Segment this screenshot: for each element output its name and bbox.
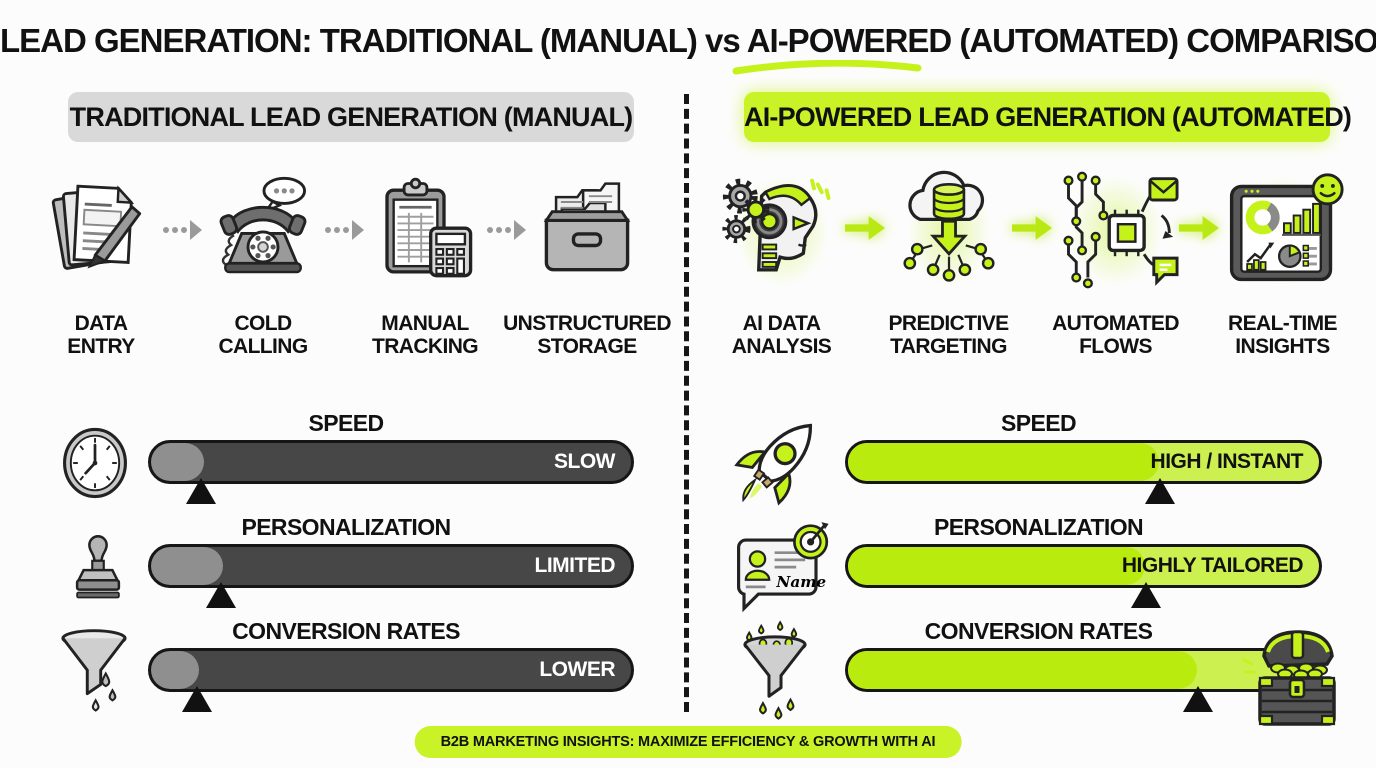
step-cold-calling: COLD CALLING — [202, 156, 324, 358]
ai-column: AI-POWERED LEAD GENERATION (AUTOMATED) — [718, 92, 1366, 726]
step-predictive-targeting: PREDICTIVE TARGETING — [885, 156, 1012, 358]
bar-marker — [186, 478, 217, 504]
speed-bar-traditional: SLOW — [148, 440, 634, 484]
bar-value: LOWER — [539, 658, 615, 681]
step-automated-flows: AUTOMATED FLOWS — [1052, 156, 1180, 359]
step-label: PREDICTIVE TARGETING — [888, 312, 1009, 359]
step-ai-data-analysis: AI DATA ANALYSIS — [718, 156, 845, 358]
bar-marker — [205, 582, 236, 608]
bar-marker — [1130, 582, 1161, 608]
bar-fill — [151, 651, 199, 689]
dotted-arrow-icon — [486, 218, 526, 242]
step-label: AUTOMATED FLOWS — [1052, 312, 1179, 359]
bar-marker — [181, 686, 212, 712]
rocket-icon — [734, 423, 813, 506]
step-label: DATA ENTRY — [67, 312, 135, 359]
step-unstructured-storage: UNSTRUCTURED STORAGE — [503, 156, 672, 358]
rotary-phone-icon — [219, 176, 307, 274]
metric-label: SPEED — [308, 410, 385, 436]
ai-metrics: SPEED HIGH / INSTANT Name — [718, 410, 1366, 726]
bar-marker — [1144, 478, 1175, 504]
circuit-chip-icon — [1062, 171, 1179, 289]
metric-label: CONVERSION RATES — [232, 618, 460, 644]
step-label: MANUAL TRACKING — [371, 312, 479, 359]
personalization-bar-ai: HIGHLY TAILORED — [845, 544, 1322, 588]
metric-personalization-ai: Name PERSONALIZATION HIGHLY TAILORED — [718, 514, 1366, 618]
conversion-bar-traditional: LOWER — [148, 648, 634, 692]
dotted-arrow-icon — [324, 218, 364, 242]
step-label: COLD CALLING — [218, 312, 308, 359]
metric-speed-traditional: SPEED SLOW — [40, 410, 650, 514]
funnel-drip-icon — [61, 629, 127, 712]
step-manual-tracking: MANUAL TRACKING — [364, 156, 486, 358]
metric-label: CONVERSION RATES — [924, 618, 1153, 644]
column-divider — [684, 94, 689, 712]
green-arrow-icon — [1179, 214, 1219, 242]
ai-steps: AI DATA ANALYSIS — [718, 156, 1366, 358]
metric-personalization-traditional: PERSONALIZATION LIMITED — [40, 514, 650, 618]
bar-marker — [1182, 686, 1213, 712]
metric-speed-ai: SPEED HIGH / INSTANT — [718, 410, 1366, 514]
bar-value: LIMITED — [534, 554, 616, 577]
stamp-icon — [75, 535, 121, 599]
file-storage-box-icon — [543, 182, 631, 272]
step-data-entry: DATA ENTRY — [40, 156, 162, 358]
traditional-metrics: SPEED SLOW PERSONALIZATION — [40, 410, 650, 722]
green-arrow-icon — [1012, 214, 1052, 242]
ai-robot-head-icon — [721, 178, 830, 272]
tablet-charts-icon — [1229, 173, 1344, 282]
bar-value: HIGH / INSTANT — [1150, 450, 1304, 473]
clock-icon — [63, 427, 127, 499]
bar-fill — [848, 443, 1159, 481]
bar-value: SLOW — [554, 450, 616, 473]
bar-value: HIGHLY TAILORED — [1121, 554, 1304, 577]
bar-fill — [848, 651, 1197, 689]
ai-header: AI-POWERED LEAD GENERATION (AUTOMATED) — [744, 92, 1352, 142]
bar-fill — [151, 547, 223, 585]
clipboard-calculator-icon — [385, 177, 473, 278]
step-label: REAL-TIME INSIGHTS — [1228, 312, 1338, 359]
metric-conversion-traditional: CONVERSION RATES LOWER — [40, 618, 650, 722]
cloud-database-icon — [902, 170, 995, 282]
treasure-chest-icon — [1242, 630, 1336, 726]
funnel-leads-icon — [743, 620, 807, 720]
green-arrow-icon — [845, 214, 885, 242]
title-underline-swoosh — [732, 60, 922, 75]
traditional-header: TRADITIONAL LEAD GENERATION (MANUAL) — [68, 92, 634, 142]
step-real-time-insights: REAL-TIME INSIGHTS — [1219, 156, 1346, 358]
metric-label: PERSONALIZATION — [933, 514, 1144, 540]
name-tag-target-icon: Name — [737, 522, 829, 613]
dotted-arrow-icon — [162, 218, 202, 242]
metric-label: SPEED — [1001, 410, 1077, 436]
step-label: UNSTRUCTURED STORAGE — [503, 312, 671, 359]
svg-text:Name: Name — [775, 573, 826, 591]
bar-fill — [848, 547, 1145, 585]
step-label: AI DATA ANALYSIS — [731, 312, 832, 359]
page-title: LEAD GENERATION: TRADITIONAL (MANUAL) vs… — [0, 22, 1376, 59]
footer-badge: B2B MARKETING INSIGHTS: MAXIMIZE EFFICIE… — [414, 726, 962, 758]
speed-bar-ai: HIGH / INSTANT — [845, 440, 1322, 484]
bar-fill — [151, 443, 204, 481]
traditional-column: TRADITIONAL LEAD GENERATION (MANUAL) — [40, 92, 672, 712]
conversion-bar-ai — [845, 648, 1322, 692]
traditional-steps: DATA ENTRY — [40, 156, 672, 358]
metric-label: PERSONALIZATION — [241, 514, 451, 540]
metric-conversion-ai: CONVERSION RATES — [718, 618, 1366, 726]
documents-pen-icon — [51, 184, 142, 270]
personalization-bar-traditional: LIMITED — [148, 544, 634, 588]
